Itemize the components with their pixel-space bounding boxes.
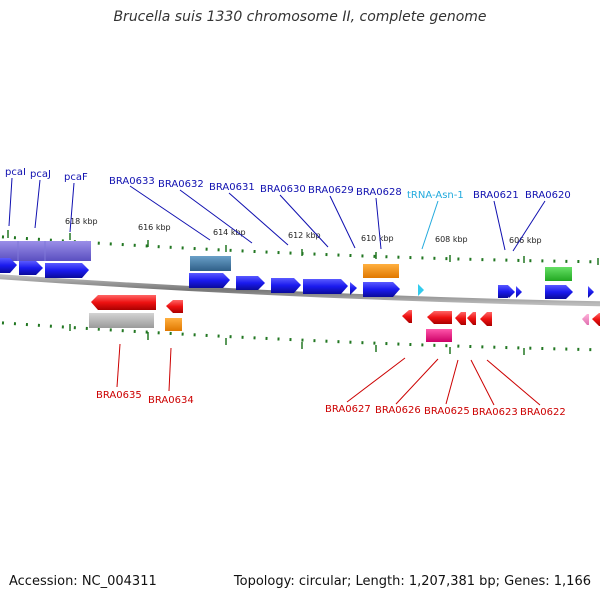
- trna-arrow: [418, 284, 424, 296]
- scale-label: 616 kbp: [138, 223, 171, 232]
- trna-label: tRNA-Asn-1: [407, 190, 464, 201]
- top-leader-lines: [8, 177, 546, 252]
- inner-feature-ring: [89, 313, 589, 342]
- gene-arrow: [592, 313, 600, 326]
- gene-arrow: [19, 261, 43, 275]
- gene-label: BRA0632: [158, 179, 204, 190]
- scale-label: 610 kbp: [361, 234, 394, 243]
- scale-label: 614 kbp: [213, 228, 246, 237]
- feature-block-steel: [190, 256, 231, 271]
- gene-arrow: [303, 279, 348, 294]
- map-title: Brucella suis 1330 chromosome II, comple…: [113, 9, 487, 25]
- forward-genes: [0, 258, 594, 299]
- gene-label: BRA0629: [308, 185, 354, 196]
- gene-arrow: [350, 282, 357, 295]
- bottom-leader-lines: [116, 343, 541, 406]
- gene-arrow: [588, 286, 594, 298]
- gene-arrow: [427, 311, 452, 324]
- scale-label: 606 kbp: [509, 236, 542, 245]
- gene-arrow: [467, 312, 476, 325]
- gene-label: BRA0620: [525, 190, 571, 201]
- gene-arrow: [236, 276, 265, 290]
- outer-feature-ring: [0, 241, 572, 281]
- gene-label: pcaI: [5, 167, 26, 178]
- gene-arrow: [455, 312, 466, 325]
- scale-labels: 618 kbp 616 kbp 614 kbp 612 kbp 610 kbp …: [65, 217, 542, 245]
- gene-arrow: [516, 286, 522, 298]
- inner-scale-ticks: [0, 321, 600, 355]
- gene-label: BRA0627: [325, 404, 371, 415]
- gene-arrow: [402, 310, 412, 323]
- gene-label: pcaF: [64, 172, 88, 183]
- feature-block-gray: [89, 313, 154, 328]
- feature-block-green: [545, 267, 572, 281]
- reverse-genes: [91, 295, 600, 326]
- genome-backbone: [0, 274, 600, 307]
- feature-block-magenta: [426, 329, 452, 342]
- feature-block-pink: [582, 314, 589, 325]
- gene-label: BRA0634: [148, 395, 194, 406]
- gene-label: pcaJ: [30, 169, 51, 180]
- scale-label: 608 kbp: [435, 235, 468, 244]
- gene-label: BRA0635: [96, 390, 142, 401]
- top-gene-labels: pcaI pcaJ pcaF BRA0633 BRA0632 BRA0631 B…: [5, 167, 571, 201]
- feature-block-orange: [363, 264, 399, 278]
- gene-label: BRA0625: [424, 406, 470, 417]
- gene-arrow: [271, 278, 301, 293]
- gene-arrow: [166, 300, 183, 313]
- gene-arrow: [545, 285, 573, 299]
- gene-arrow: [480, 312, 492, 326]
- scale-label: 612 kbp: [288, 231, 321, 240]
- gene-arrow: [509, 286, 515, 298]
- gene-label: BRA0628: [356, 187, 402, 198]
- feature-block-orange: [165, 318, 182, 331]
- gene-arrow: [363, 282, 400, 297]
- genome-summary: Topology: circular; Length: 1,207,381 bp…: [233, 574, 591, 589]
- gene-label: BRA0623: [472, 407, 518, 418]
- gene-label: BRA0630: [260, 184, 306, 195]
- gene-arrow: [189, 273, 230, 288]
- outer-scale-ticks: [0, 230, 600, 265]
- gene-label: BRA0626: [375, 405, 421, 416]
- scale-label: 618 kbp: [65, 217, 98, 226]
- gene-arrow: [91, 295, 156, 310]
- gene-arrow: [0, 258, 17, 273]
- gene-arrow: [45, 263, 89, 278]
- accession-label: Accession: NC_004311: [9, 574, 157, 589]
- bottom-gene-labels: BRA0635 BRA0634 BRA0627 BRA0626 BRA0625 …: [96, 390, 566, 418]
- gene-label: BRA0621: [473, 190, 519, 201]
- gene-label: BRA0631: [209, 182, 255, 193]
- gene-label: BRA0622: [520, 407, 566, 418]
- gene-label: BRA0633: [109, 176, 155, 187]
